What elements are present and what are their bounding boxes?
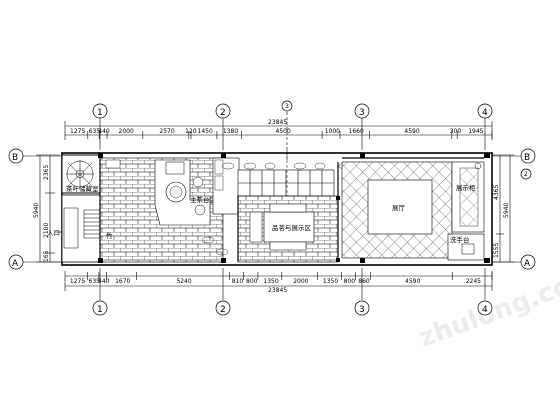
sink-label: 洗手台 (450, 235, 470, 244)
right-dim-total: 5940 (503, 203, 510, 218)
plan-body: 茶叶储藏室 入口 上 下 主茶台区 (47, 150, 493, 266)
grid-top-2: 2 (220, 108, 226, 118)
top-segment-13: 1945 (468, 128, 483, 135)
right-dim-1: 4365 (493, 185, 500, 200)
bottom-segment-10: 800 (344, 278, 356, 285)
top-segment-2: 440 (98, 128, 110, 135)
storage-room-label: 茶叶储藏室 (66, 184, 99, 193)
top-segment-1: 635 (89, 128, 101, 135)
grid-top-3b: 3 (359, 108, 365, 118)
bottom-segment-4: 5240 (176, 278, 191, 285)
grid-top-1: 1 (97, 108, 103, 118)
grid-bubbles-bottom (92, 300, 493, 316)
bottom-segment-1: 635 (89, 278, 101, 285)
bottom-segment-8: 2000 (293, 278, 308, 285)
top-segment-6: 1450 (198, 128, 213, 135)
top-segment-7: 1380 (223, 128, 238, 135)
bottom-segment-6: 800 (246, 278, 258, 285)
bottom-segment-2: 440 (98, 278, 110, 285)
hall-label: 展厅 (392, 204, 406, 212)
bottom-segment-13: 2245 (466, 278, 481, 285)
bottom-segment-12: 4590 (405, 278, 420, 285)
grid-right-2: 2 (524, 171, 528, 178)
top-segment-10: 1660 (349, 128, 364, 135)
display-cabinet-label: 展示柜 (456, 183, 476, 192)
bottom-segment-5: 810 (232, 278, 244, 285)
bottom-dimension-chain (64, 268, 493, 300)
top-segment-8: 4500 (276, 128, 291, 135)
grid-right-B: B (524, 153, 530, 163)
top-segment-3: 2000 (119, 128, 134, 135)
grid-right-A: A (524, 259, 531, 269)
grid-bottom-2: 2 (220, 305, 226, 315)
grid-bottom-3: 3 (359, 305, 365, 315)
top-segment-4: 2570 (159, 128, 174, 135)
top-segment-0: 1275 (70, 128, 85, 135)
tea-table-label: 主茶台区 (190, 195, 217, 204)
bottom-segment-3: 1670 (115, 278, 130, 285)
top-segment-5: 120 (185, 128, 197, 135)
bottom-total-dimension: 23845 (268, 287, 287, 294)
left-dim-total: 5940 (33, 203, 40, 218)
right-dim-2: 1555 (493, 243, 500, 258)
bottom-segment-9: 1350 (323, 278, 338, 285)
grid-bottom-4: 4 (482, 305, 488, 315)
grid-bubbles-sides (8, 148, 536, 270)
bottom-segment-7: 1350 (263, 278, 278, 285)
left-dim-1: 2365 (43, 165, 50, 180)
bottom-segment-11: 860 (358, 278, 370, 285)
tasting-area-label: 品茗与展示区 (272, 223, 312, 232)
bottom-segment-0: 1275 (70, 278, 85, 285)
left-dim-2: 2100 (43, 223, 50, 238)
grid-left-A: A (12, 259, 19, 269)
grid-top-4: 4 (482, 108, 488, 118)
entrance-label: 入口 (47, 229, 60, 237)
top-segment-11: 4590 (404, 128, 419, 135)
bamboo-label: 竹 (106, 231, 113, 240)
grid-bubbles-top (92, 100, 493, 119)
grid-bottom-1: 1 (97, 305, 103, 315)
top-dimension-chain (64, 112, 493, 160)
top-segment-12: 300 (450, 128, 462, 135)
grid-left-B: B (12, 153, 18, 163)
top-total-dimension: 23845 (268, 119, 287, 126)
left-dim-3: 165 (43, 250, 50, 262)
top-segment-9: 1000 (325, 128, 340, 135)
grid-top-3a: 3 (285, 103, 289, 110)
